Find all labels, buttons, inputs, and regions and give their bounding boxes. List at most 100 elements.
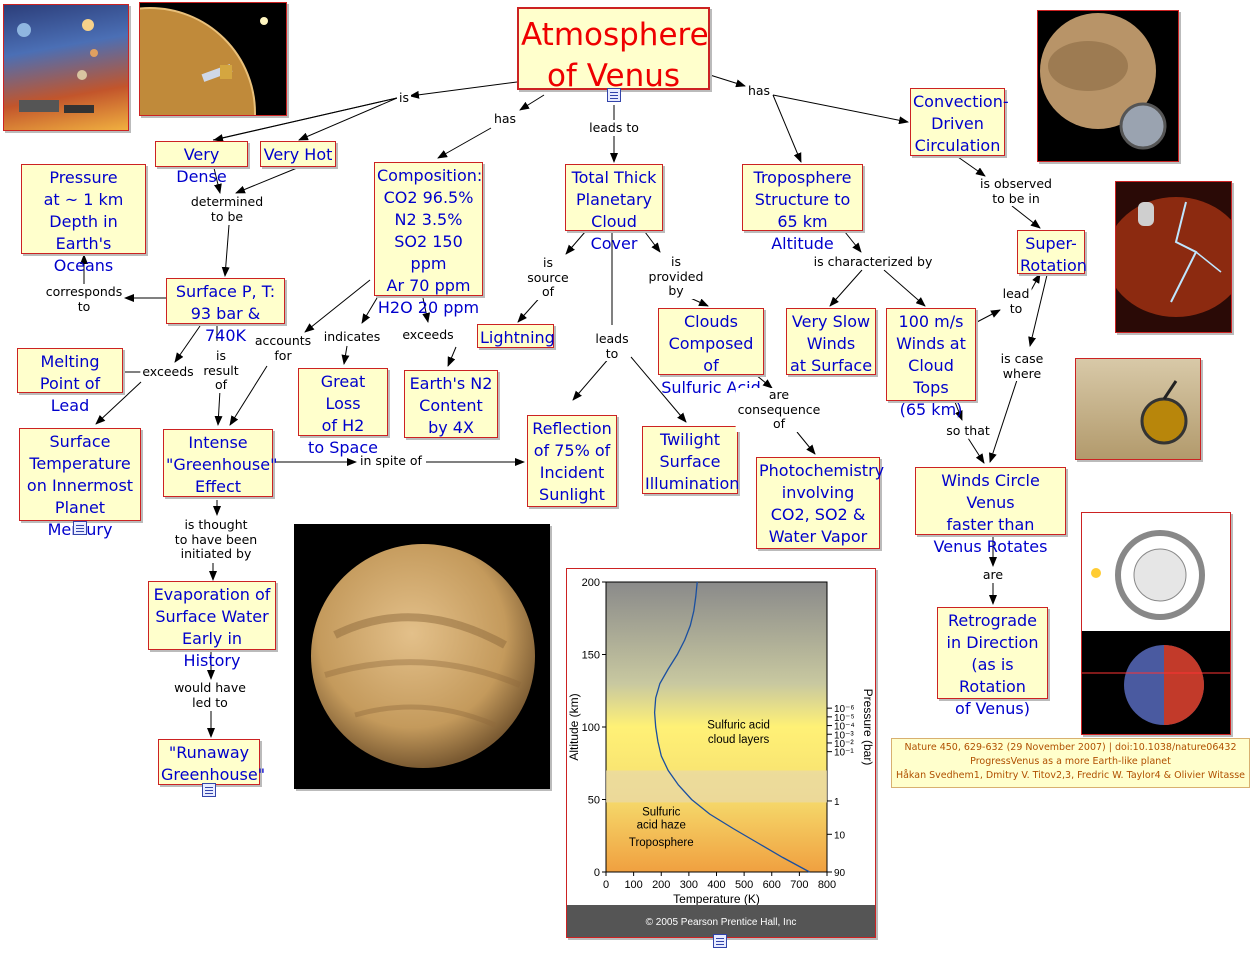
pressure-tick-label: 10⁻⁴ — [834, 722, 855, 733]
slow-winds-node[interactable]: Very Slow Winds at Surface — [786, 308, 876, 375]
document-icon[interactable] — [607, 88, 621, 102]
y-tick-label: 0 — [594, 867, 600, 879]
y2-axis-label: Pressure (bar) — [861, 689, 875, 766]
link-source-of: is source of — [525, 255, 571, 300]
lightning-probe-image — [1115, 181, 1232, 333]
x-tick-label: 700 — [790, 879, 808, 891]
super-rotation-node[interactable]: Super- Rotation — [1017, 230, 1087, 275]
composition-node[interactable]: Composition: CO2 96.5% N2 3.5% SO2 150 p… — [374, 162, 483, 317]
link-exceeds-lead: exceeds — [140, 363, 196, 380]
convection-node[interactable]: Convection- Driven Circulation — [910, 88, 1009, 156]
surface-temperature-node[interactable]: Surface Temperature on Innermost Planet … — [19, 428, 141, 539]
link-determined: determined to be — [188, 194, 266, 224]
spacecraft-near-venus-image — [139, 2, 287, 116]
evaporation-node[interactable]: Evaporation of Surface Water Early in Hi… — [148, 581, 276, 670]
link-observed: is observed to be in — [978, 176, 1054, 206]
y-tick-label: 150 — [582, 650, 600, 662]
runaway-greenhouse-node[interactable]: "Runaway Greenhouse" — [158, 739, 265, 785]
link-is: is — [397, 89, 411, 106]
link-accounts-for: accounts for — [252, 333, 314, 363]
winds-circle-node[interactable]: Winds Circle Venus faster than Venus Rot… — [915, 467, 1066, 556]
pressure-tick-label: 10⁻³ — [834, 730, 854, 741]
link-would-have: would have led to — [172, 680, 248, 710]
link-corresponds: corresponds to — [43, 284, 125, 314]
y-axis-label: Altitude (km) — [567, 693, 581, 760]
cloud-cover-node[interactable]: Total Thick Planetary Cloud Cover — [565, 164, 663, 253]
link-has-right: has — [745, 82, 773, 99]
lander-probe-image — [1075, 358, 1201, 460]
retrograde-node[interactable]: Retrograde in Direction (as is Rotation … — [937, 607, 1048, 718]
x-tick-label: 100 — [624, 879, 642, 891]
venus-globe-clouds-image — [1037, 10, 1179, 162]
document-icon[interactable] — [73, 521, 87, 535]
x-tick-label: 400 — [707, 879, 725, 891]
great-loss-h2-node[interactable]: Great Loss of H2 to Space — [298, 368, 388, 457]
chart-plot-area — [605, 581, 828, 873]
x-tick-label: 200 — [652, 879, 670, 891]
pressure-tick-label: 10 — [834, 830, 846, 841]
chart-annotation: Sulfuric — [642, 806, 681, 818]
greenhouse-effect-node[interactable]: Intense "Greenhouse" Effect — [163, 429, 277, 497]
credit-bar — [567, 905, 875, 937]
x-axis-label: Temperature (K) — [673, 892, 760, 906]
pressure-tick-label: 1 — [834, 797, 840, 808]
pressure-tick-label: 90 — [834, 868, 846, 879]
x-tick-label: 600 — [763, 879, 781, 891]
chart-annotation: cloud layers — [708, 734, 770, 746]
chart-annotation: acid haze — [637, 820, 686, 832]
link-in-spite: in spite of — [358, 452, 424, 469]
link-has-left: has — [491, 110, 519, 127]
link-lead-to: lead to — [1000, 286, 1032, 316]
x-tick-label: 300 — [680, 879, 698, 891]
link-is-case: is case where — [998, 351, 1046, 381]
reference-citation: Nature 450, 629-632 (29 November 2007) |… — [891, 738, 1250, 788]
pressure-tick-label: 10⁻¹ — [834, 748, 854, 759]
fast-winds-node[interactable]: 100 m/s Winds at Cloud Tops (65 km) — [886, 308, 976, 419]
cloud-layer-band — [606, 770, 827, 803]
link-result-of: is result of — [201, 348, 241, 393]
lightning-node[interactable]: Lightning — [477, 324, 555, 348]
pressure-ocean-depth-node[interactable]: Pressure at ~ 1 km Depth in Earth's Ocea… — [21, 164, 146, 275]
link-so-that: so that — [944, 422, 992, 439]
chart-annotation: Sulfuric acid — [707, 719, 770, 731]
surface-pt-node[interactable]: Surface P, T: 93 bar & 740K — [166, 278, 285, 345]
pressure-tick-label: 10⁻⁶ — [834, 704, 855, 715]
chart-credit: © 2005 Pearson Prentice Hall, Inc — [646, 917, 797, 928]
reflection-node[interactable]: Reflection of 75% of Incident Sunlight — [527, 415, 617, 507]
very-dense-node[interactable]: Very Dense — [155, 141, 248, 186]
sulfuric-clouds-node[interactable]: Clouds Composed of Sulfuric Acid — [658, 308, 764, 397]
pressure-tick-label: 10⁻² — [834, 739, 854, 750]
atmosphere-of-venus-title[interactable]: Atmosphere of Venus — [517, 7, 710, 94]
melting-lead-node[interactable]: Melting Point of Lead — [17, 348, 123, 415]
y-tick-label: 50 — [588, 795, 600, 807]
x-tick-label: 500 — [735, 879, 753, 891]
link-indicates: indicates — [321, 328, 383, 345]
venus-planet-photo — [294, 524, 550, 789]
link-leads-to: leads to — [587, 119, 641, 136]
photochemistry-node[interactable]: Photochemistry involving CO2, SO2 & Wate… — [756, 457, 884, 549]
link-provided-by: is provided by — [646, 254, 706, 299]
link-leads-to-2: leads to — [593, 331, 631, 361]
document-icon[interactable] — [202, 783, 216, 797]
chart-annotation: Troposphere — [629, 837, 694, 849]
chart-plot: 0 100 200 300 400 500 600 700 800 0 50 100 150 200 10⁻… — [567, 577, 875, 937]
x-tick-label: 0 — [603, 879, 609, 891]
earth-n2-node[interactable]: Earth's N2 Content by 4X — [404, 370, 498, 438]
link-consequence: are consequence of — [735, 387, 823, 432]
troposphere-node[interactable]: Troposphere Structure to 65 km Altitude — [742, 164, 863, 253]
twilight-node[interactable]: Twilight Surface Illumination — [642, 426, 739, 494]
pressure-tick-label: 10⁻⁵ — [834, 713, 855, 724]
temperature-profile-line — [653, 581, 810, 873]
very-hot-node[interactable]: Very Hot — [260, 141, 336, 167]
y-tick-label: 200 — [582, 577, 600, 589]
link-are: are — [980, 566, 1006, 583]
atmospheric-circulation-diagram — [1081, 512, 1231, 735]
link-thought: is thought to have been initiated by — [172, 517, 260, 562]
y-tick-label: 100 — [582, 722, 600, 734]
x-tick-label: 800 — [818, 879, 836, 891]
link-characterized: is characterized by — [811, 253, 935, 270]
document-icon[interactable] — [713, 934, 727, 948]
temperature-altitude-chart: 0 100 200 300 400 500 600 700 800 0 50 100 150 200 10⁻… — [566, 568, 876, 938]
link-exceeds-n2: exceeds — [400, 326, 456, 343]
